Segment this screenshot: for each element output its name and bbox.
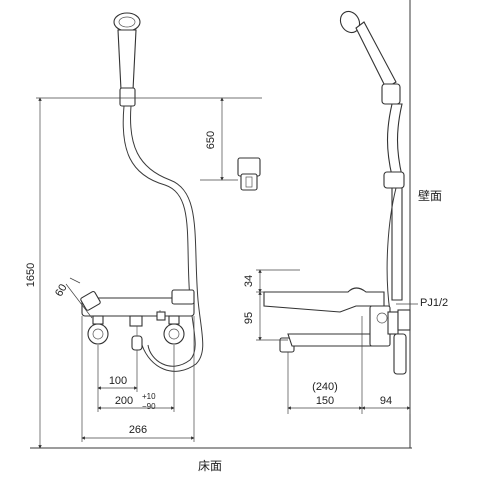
slide-bar (387, 103, 403, 301)
dim-266: 266 (129, 424, 147, 436)
dim-200-tol-minus: −90 (142, 402, 156, 411)
dim-650: 650 (205, 131, 217, 149)
floor-label: 床面 (198, 459, 222, 473)
dim-34: 34 (243, 275, 255, 287)
dim-94: 94 (380, 395, 392, 407)
dim-1650: 1650 (25, 263, 37, 287)
mixer-valve (80, 289, 195, 351)
dim-200-tol-plus: +10 (142, 392, 156, 401)
dim-95: 95 (243, 312, 255, 324)
shower-head (113, 12, 141, 107)
front-view (36, 12, 262, 442)
dim-100: 100 (109, 375, 127, 387)
hose (122, 105, 196, 367)
dim-200: 200 (115, 395, 133, 407)
spout (263, 287, 411, 375)
dim-60: 60 (53, 282, 70, 299)
wall-label: 壁面 (418, 188, 442, 203)
pipe-spec-label: PJ1/2 (420, 297, 448, 309)
dim-150: 150 (316, 395, 334, 407)
wall-hook (237, 157, 261, 191)
dim-240: (240) (312, 381, 338, 393)
shower-head-side (339, 10, 401, 105)
side-view (256, 10, 418, 414)
